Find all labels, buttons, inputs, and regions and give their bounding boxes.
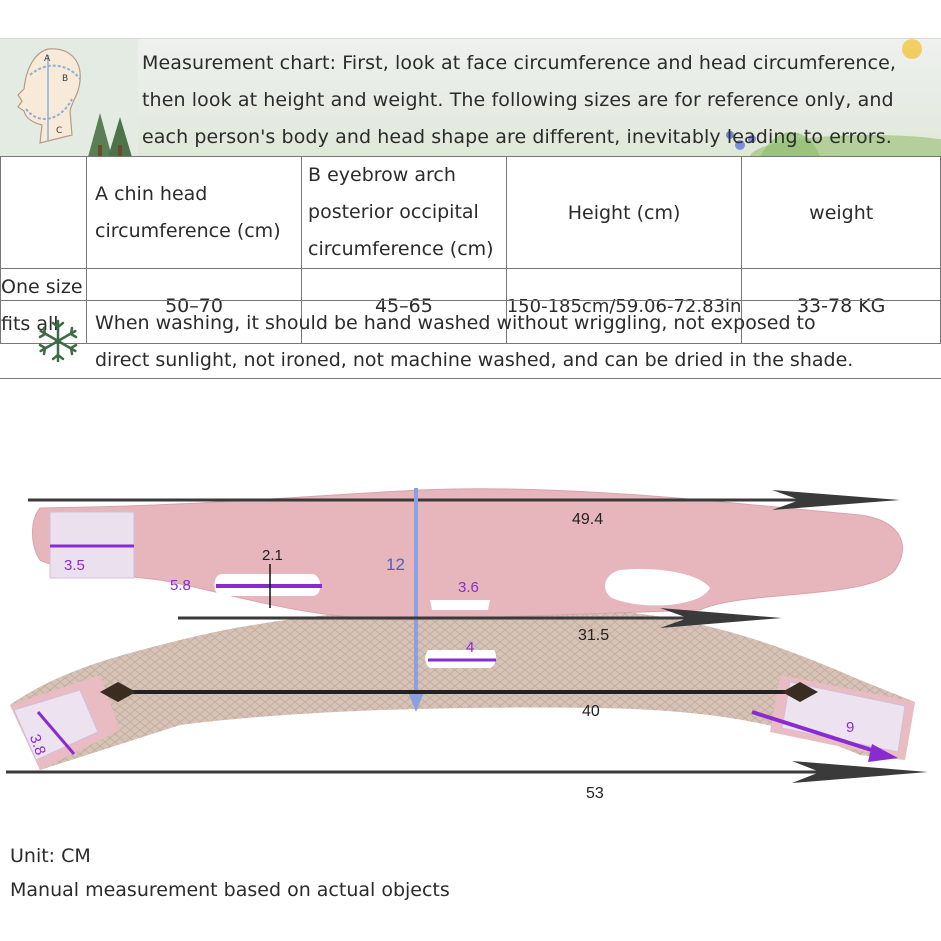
table-row: One size fits all 50–70 45–65 150-185cm/… (0, 268, 941, 344)
face-measure-illustration: A B C (0, 39, 138, 157)
height-arrow-head (408, 692, 424, 712)
table-header-cell (0, 156, 88, 269)
left-end-label: 3.8 (26, 732, 49, 757)
table-cell-eyebrow-occipital: 45–65 (301, 268, 507, 344)
inner-left-diamond (100, 682, 136, 702)
top-arrow-head (772, 490, 900, 510)
total-arrow-head (792, 761, 928, 783)
size-table: A chin head circumference (cm) B eyebrow… (0, 156, 941, 344)
left-hole-width-label: 5.8 (170, 577, 191, 594)
measurement-header: A B C Measurement chart: First, look at … (0, 38, 941, 157)
face-letter-a: A (44, 54, 51, 64)
unit-label: Unit: CM (10, 845, 91, 867)
face-letter-c: C (56, 126, 62, 136)
intro-line: then look at height and weight. The foll… (142, 89, 894, 111)
table-cell-chin-head: 50–70 (86, 268, 303, 344)
left-tab-label: 3.5 (64, 557, 85, 574)
right-tab-line (751, 710, 885, 756)
washing-note: When washing, it should be hand washed w… (0, 300, 941, 379)
inner-right-diamond (782, 682, 818, 702)
right-velcro-pad (781, 681, 906, 753)
wash-line: direct sunlight, not ironed, not machine… (95, 349, 854, 371)
inner-length-label: 40 (582, 703, 600, 720)
washing-instructions: When washing, it should be hand washed w… (95, 305, 935, 379)
table-header-cell: A chin head circumference (cm) (86, 156, 303, 269)
left-end-line (36, 711, 76, 755)
middle-length-label: 31.5 (578, 627, 609, 644)
measurement-note: Manual measurement based on actual objec… (10, 879, 450, 901)
intro-line: each person's body and head shape are di… (142, 126, 892, 148)
height-label: 12 (386, 555, 405, 574)
right-tab-arrow-head (868, 744, 898, 762)
snowflake-icon (38, 319, 78, 363)
right-hole (605, 568, 710, 606)
top-length-label: 49.4 (572, 511, 603, 528)
measurement-intro: Measurement chart: First, look at face c… (142, 45, 932, 156)
left-velcro-pad (13, 689, 99, 761)
right-tab-label: 9 (846, 719, 854, 736)
table-header-row: A chin head circumference (cm) B eyebrow… (0, 156, 941, 269)
hole-height-label: 2.1 (262, 547, 283, 564)
table-cell-weight: 33-78 KG (741, 268, 941, 344)
face-letter-b: B (62, 74, 68, 84)
table-header-cell: weight (741, 156, 941, 269)
table-header-cell: B eyebrow arch posterior occipital circu… (301, 156, 507, 269)
middle-arrow-head (660, 608, 782, 628)
intro-line: Measurement chart: First, look at face c… (142, 52, 897, 74)
table-header-cell: Height (cm) (505, 156, 743, 269)
mesh-band (10, 607, 915, 770)
strap-dimension-diagram: 49.4 12 3.5 5.8 2.1 3.6 31.5 4 40 3.8 9 … (6, 488, 928, 800)
center-slot-label: 3.6 (458, 579, 479, 596)
center-slot (430, 600, 490, 610)
total-length-label: 53 (586, 785, 604, 800)
landscape-decoration (726, 39, 941, 157)
wash-line: When washing, it should be hand washed w… (95, 312, 816, 334)
lower-slot-label: 4 (466, 639, 474, 656)
